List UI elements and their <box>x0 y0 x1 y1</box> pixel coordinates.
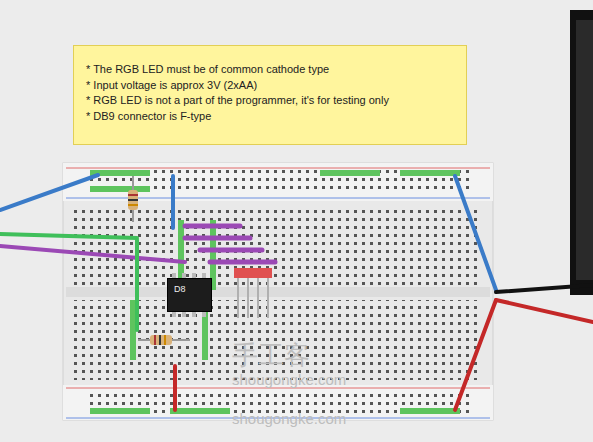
power-rail <box>63 163 493 201</box>
center-gap <box>66 287 490 297</box>
rail-holes <box>90 170 470 194</box>
watermark: 手工客 <box>232 338 310 373</box>
connected-holes <box>90 170 460 414</box>
resistor-symbol <box>138 335 190 345</box>
note-text: * DB9 connector is F-type <box>86 109 454 125</box>
note-box: * The RGB LED must be of common cathode … <box>73 45 467 145</box>
breadboard <box>63 163 493 420</box>
ic-chip: D8 <box>167 278 212 312</box>
rgb-led <box>234 268 272 318</box>
chip-label: D8 <box>174 283 205 295</box>
note-text: * Input voltage is approx 3V (2xAA) <box>86 78 454 94</box>
resistor-symbol <box>128 176 138 222</box>
battery-holder <box>570 10 593 295</box>
note-text: * The RGB LED must be of common cathode … <box>86 62 454 78</box>
watermark: shougongke.com <box>232 410 346 427</box>
rail-line <box>66 168 490 169</box>
watermark: shougongke.com <box>232 371 346 388</box>
wires <box>0 175 593 410</box>
note-text: * RGB LED is not a part of the programme… <box>86 93 454 109</box>
battery-holder <box>576 20 593 280</box>
